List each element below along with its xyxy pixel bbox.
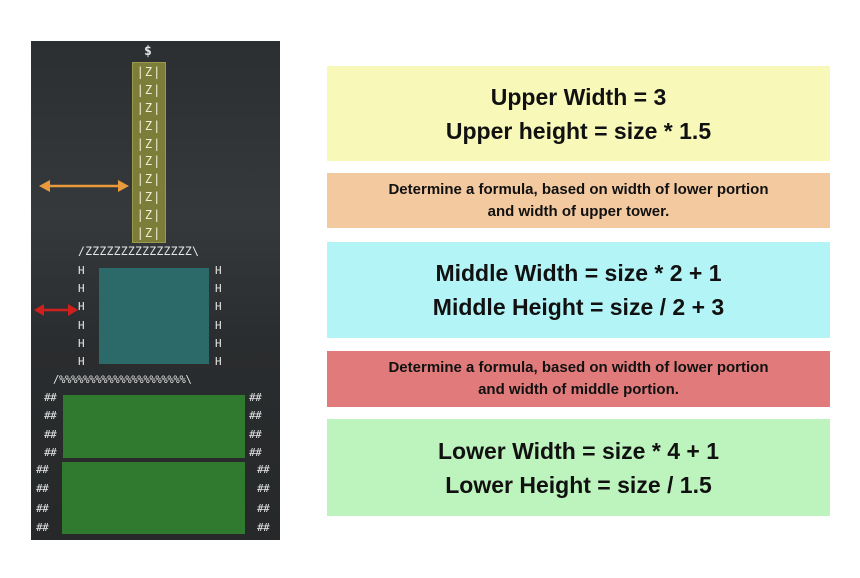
lower-wall-hash: ##: [249, 427, 262, 441]
tower-cell: |Z|: [136, 82, 162, 97]
hint-line: and width of middle portion.: [478, 381, 679, 398]
middle-right-wall: H H H H H H: [215, 265, 222, 367]
tower-cell: |Z|: [136, 100, 162, 115]
lower-wall-hash: ##: [44, 427, 57, 441]
middle-left-wall: H H H H H H: [78, 265, 85, 367]
tower-cell: |Z|: [136, 64, 162, 79]
middle-formula-box: Middle Width = size * 2 + 1 Middle Heigh…: [327, 242, 830, 338]
lower-height-text: Lower Height = size / 1.5: [445, 471, 712, 498]
lower-upper-right-wall: ## ## ## ##: [249, 391, 262, 459]
upper-tower-hint-box: Determine a formula, based on width of l…: [327, 173, 830, 228]
upper-width-arrow-icon: [39, 180, 129, 192]
middle-wall-h: H: [78, 282, 85, 296]
tower-top-dollar: $: [144, 44, 152, 59]
lower-wall-hash: ##: [44, 391, 57, 404]
lower-roof-row: /%%%%%%%%%%%%%%%%%%%%%\: [53, 374, 192, 386]
middle-wall-h: H: [78, 300, 85, 314]
middle-wall-h: H: [78, 264, 85, 277]
lower-wall-hash: ##: [36, 520, 49, 534]
upper-width-text: Upper Width = 3: [490, 83, 667, 110]
middle-portion-hint-box: Determine a formula, based on width of l…: [327, 351, 830, 407]
lower-wall-hash: ##: [249, 409, 262, 423]
tower-cell: |Z|: [136, 172, 162, 187]
hint-line: and width of upper tower.: [487, 202, 670, 220]
lower-wall-hash: ##: [36, 482, 49, 496]
lower-wall-hash: ##: [36, 501, 49, 515]
lower-wall-hash: ##: [44, 445, 57, 459]
middle-wall-h: H: [215, 318, 222, 332]
lower-wall-hash: ##: [249, 445, 262, 459]
tower-cell: |Z|: [136, 208, 162, 223]
lower-wall-hash: ##: [36, 463, 49, 476]
tower-cell: |Z|: [136, 190, 162, 205]
lower-lower-right-wall: ## ## ## ##: [257, 463, 270, 534]
middle-wall-h: H: [215, 336, 222, 350]
game-screenshot: $ |Z| |Z| |Z| |Z| |Z| |Z| |Z| |Z| |Z| |Z…: [31, 41, 280, 540]
middle-wall-h: H: [215, 354, 222, 368]
lower-wall-hash: ##: [257, 501, 270, 515]
middle-width-arrow-icon: [34, 304, 78, 316]
lower-wall-hash: ##: [257, 520, 270, 534]
lower-upper-left-wall: ## ## ## ##: [44, 391, 57, 459]
tower-cell: |Z|: [136, 118, 162, 133]
middle-height-text: Middle Height = size / 2 + 3: [432, 294, 725, 320]
tower-cell: |Z|: [136, 136, 162, 151]
middle-wall-h: H: [215, 264, 222, 277]
lower-wall-hash: ##: [44, 409, 57, 423]
upper-tower: |Z| |Z| |Z| |Z| |Z| |Z| |Z| |Z| |Z| |Z|: [132, 62, 166, 243]
middle-wall-h: H: [78, 318, 85, 332]
hint-line: Determine a formula, based on width of l…: [388, 359, 769, 376]
upper-height-text: Upper height = size * 1.5: [445, 117, 712, 144]
lower-formula-box: Lower Width = size * 4 + 1 Lower Height …: [327, 419, 830, 516]
hint-line: Determine a formula, based on width of l…: [388, 180, 769, 198]
middle-portion: [99, 268, 209, 364]
lower-wall-hash: ##: [257, 463, 270, 476]
middle-roof-row: /ZZZZZZZZZZZZZZZ\: [78, 244, 200, 258]
lower-wall-hash: ##: [249, 391, 262, 404]
middle-wall-h: H: [78, 354, 85, 368]
middle-wall-h: H: [215, 300, 222, 314]
lower-width-text: Lower Width = size * 4 + 1: [438, 437, 719, 464]
lower-lower-left-wall: ## ## ## ##: [36, 463, 49, 534]
tower-cell: |Z|: [136, 154, 162, 169]
middle-wall-h: H: [78, 336, 85, 350]
middle-wall-h: H: [215, 282, 222, 296]
upper-formula-box: Upper Width = 3 Upper height = size * 1.…: [327, 66, 830, 161]
lower-wall-hash: ##: [257, 482, 270, 496]
middle-width-text: Middle Width = size * 2 + 1: [435, 260, 722, 286]
lower-portion-upper: [63, 395, 245, 458]
tower-cell: |Z|: [136, 225, 162, 240]
lower-portion-lower: [62, 462, 245, 534]
